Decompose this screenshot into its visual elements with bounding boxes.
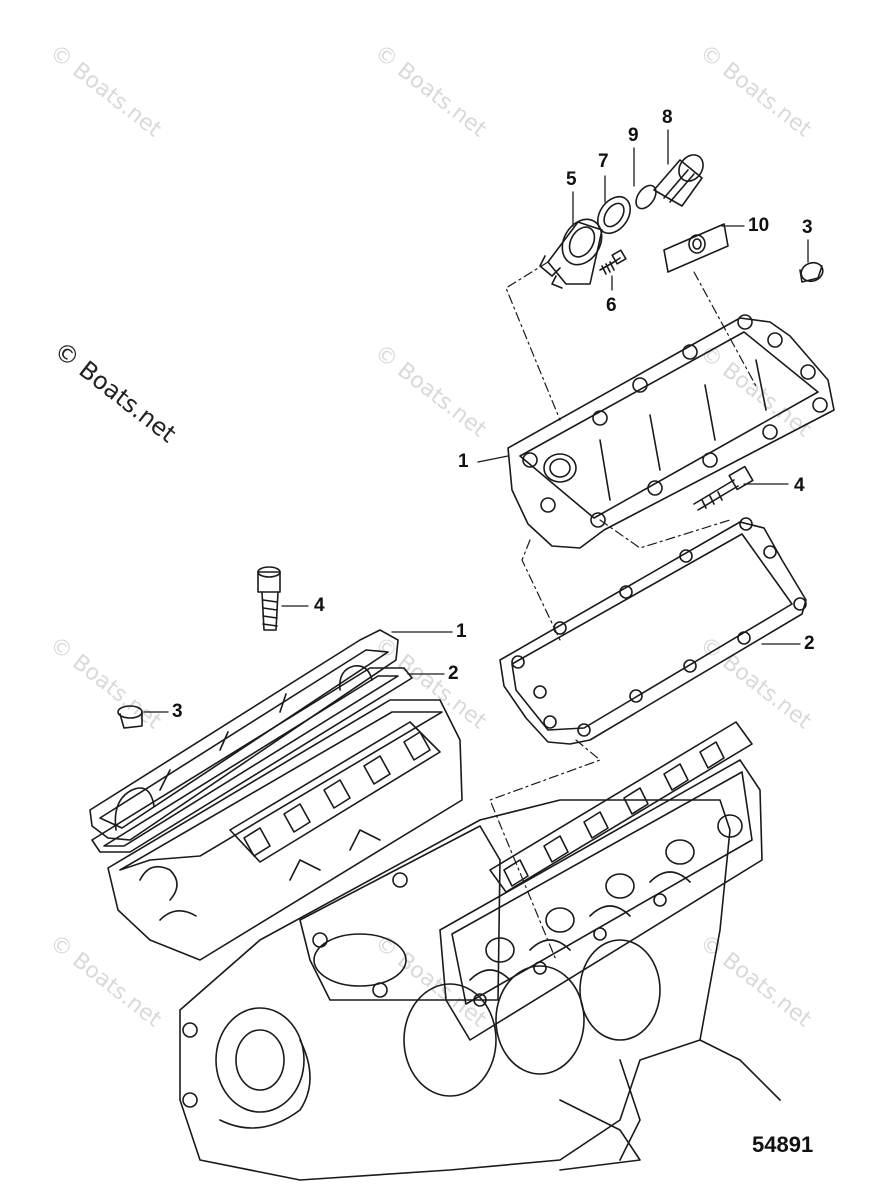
callout-5: 5	[566, 169, 577, 190]
callout-7: 7	[598, 151, 609, 172]
filler-cap	[653, 154, 704, 207]
callout-3: 3	[172, 701, 183, 722]
valve-cover-left	[89, 629, 399, 841]
callout-1: 1	[456, 621, 467, 642]
callout-2: 2	[448, 663, 459, 684]
callout-3: 3	[802, 217, 813, 238]
plug	[799, 261, 824, 283]
valve-cover-gasket-right	[499, 517, 807, 745]
leader-lines	[143, 129, 809, 713]
cylinder-head-left	[107, 699, 463, 961]
callout-2: 2	[804, 633, 815, 654]
plug-left	[117, 705, 143, 729]
alignment-lines	[489, 261, 757, 961]
cylinder-head-right	[439, 721, 763, 1041]
callout-10: 10	[748, 215, 770, 236]
valve-cover-gasket-left	[91, 667, 413, 853]
engine-block	[179, 799, 781, 1181]
o-ring	[635, 184, 657, 210]
oil-filler-neck	[539, 218, 603, 289]
callout-8: 8	[662, 107, 673, 128]
seal-ring	[596, 195, 632, 235]
callout-9: 9	[628, 125, 639, 146]
figure-number: 54891	[752, 1132, 814, 1157]
callout-4: 4	[794, 475, 805, 496]
bolt-right	[693, 465, 754, 511]
callout-4: 4	[314, 595, 325, 616]
label-plate	[663, 223, 729, 273]
screw	[599, 249, 627, 275]
callout-1: 1	[458, 451, 469, 472]
bolt-left	[257, 566, 281, 631]
callout-6: 6	[606, 295, 617, 316]
valve-cover-right	[507, 314, 835, 549]
